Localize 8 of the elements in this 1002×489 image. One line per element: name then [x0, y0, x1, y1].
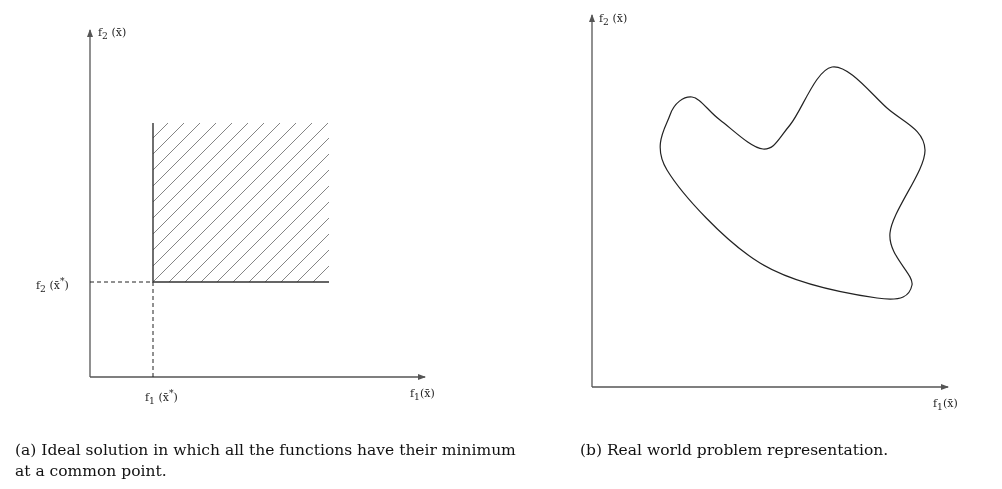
axis-label: f$_{2}$ (x̄)	[98, 27, 127, 41]
axis-label: f$_{1}$ (x̄$^{*}$)	[145, 388, 178, 405]
caption: (a) Ideal solution in which all the functions have their minimum at a common point.	[15, 440, 517, 482]
axis-label: f$_{2}$ (x̄)	[599, 13, 628, 27]
axis-label: f$_{1}$(x̄)	[933, 398, 958, 412]
caption: (b) Real world problem representation.	[580, 440, 890, 461]
axis-label: f$_{2}$ (x̄$^{*}$)	[36, 276, 69, 293]
axis-label: f$_{1}$(x̄)	[410, 388, 435, 402]
